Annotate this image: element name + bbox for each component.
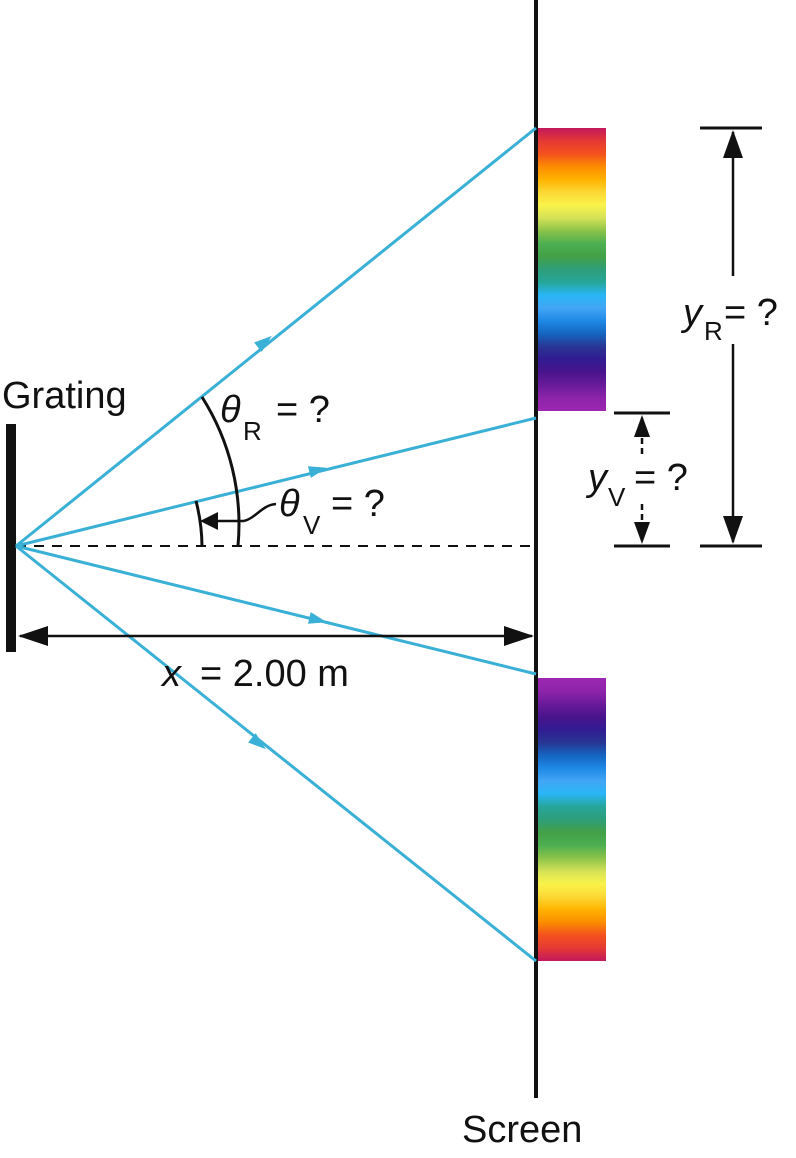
yV-label: y V = ? (585, 457, 688, 512)
ray-to-lower-violet (15, 544, 537, 676)
x-value: = 2.00 m (200, 653, 349, 695)
ray-arrowhead (307, 612, 327, 624)
ray-arrowhead (307, 466, 327, 478)
theta-v-symbol: θ (279, 483, 300, 525)
theta-v-label: θ V = ? (279, 483, 385, 540)
theta-v-equals-question: = ? (331, 483, 385, 525)
yR-symbol: y (680, 292, 704, 334)
arrowhead-right (504, 626, 534, 646)
theta-v-arc (194, 500, 204, 547)
theta-v-callout-curve (243, 502, 277, 523)
ray-arrowhead (254, 335, 272, 352)
x-variable: x (160, 653, 183, 695)
theta-r-subscript: R (243, 416, 262, 446)
yV-arrowhead-up (634, 415, 650, 437)
ray-to-lower-red (15, 544, 537, 963)
x-distance-label: x = 2.00 m (160, 653, 349, 695)
upper-spectrum (538, 128, 606, 411)
grating-label: Grating (2, 375, 127, 417)
screen-label: Screen (462, 1109, 582, 1151)
yR-equals-question: = ? (724, 292, 778, 334)
theta-r-label: θ R = ? (220, 389, 330, 446)
yV-subscript: V (608, 482, 626, 512)
ray-to-upper-violet (15, 416, 537, 548)
theta-v-arrowhead (200, 512, 218, 530)
ray-arrowhead (248, 733, 266, 750)
yV-equals-question: = ? (634, 457, 688, 499)
yR-arrowhead-down (723, 516, 743, 544)
theta-v-subscript: V (303, 510, 321, 540)
theta-r-arc (200, 396, 241, 547)
arrowhead-left (18, 626, 48, 646)
theta-r-equals-question: = ? (276, 389, 330, 431)
ray-to-upper-red (15, 126, 537, 548)
yR-subscript: R (704, 316, 723, 346)
yR-label: y R = ? (680, 292, 778, 346)
lower-spectrum (538, 678, 606, 961)
theta-r-symbol: θ (220, 389, 241, 431)
yV-arrowhead-down (634, 522, 650, 544)
yV-symbol: y (585, 457, 609, 499)
yR-arrowhead-up (723, 130, 743, 158)
grating-bar (6, 424, 16, 652)
